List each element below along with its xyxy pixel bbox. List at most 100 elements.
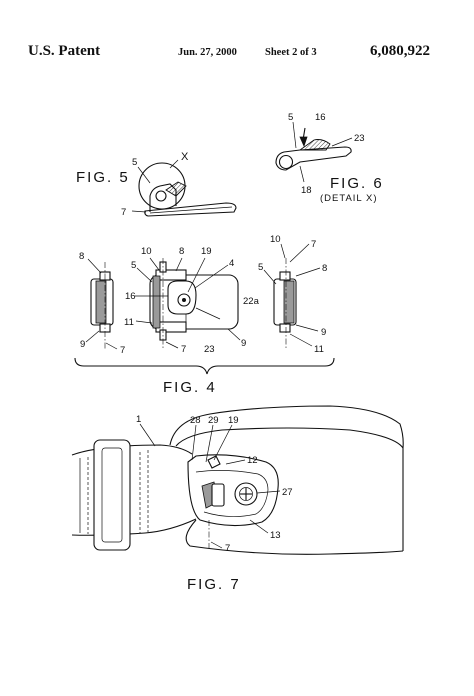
fig4-ref-r7: 7 — [311, 239, 316, 250]
fig7-leader-28 — [191, 424, 197, 461]
fig5-latch-body — [149, 183, 177, 212]
fig7-belt-bottom-edge — [71, 518, 197, 536]
fig4-leader-r5 — [263, 269, 277, 285]
fig4-right-slide — [283, 280, 295, 324]
fig5-drawing: 5 X 7 FIG. 5 — [76, 151, 237, 218]
header-patent-number: 6,080,922 — [370, 43, 430, 59]
fig6-ref-5: 5 — [288, 112, 293, 123]
fig4-ref-c8: 8 — [179, 246, 184, 257]
header-date: Jun. 27, 2000 — [178, 47, 237, 58]
fig4-leader-c9 — [227, 328, 241, 341]
fig4-leader-c23 — [195, 307, 221, 320]
fig4-right-view: 10 7 5 8 9 11 — [258, 234, 327, 355]
fig7-ref-19: 19 — [228, 415, 239, 426]
fig4-ref-r10: 10 — [270, 234, 281, 245]
fig4-right-cap-top — [279, 271, 291, 281]
fig6-ref-23: 23 — [354, 133, 365, 144]
fig7-leader-12 — [225, 459, 246, 465]
fig7-latch-block — [211, 483, 225, 507]
fig5-leader-7 — [131, 210, 147, 213]
fig4-ref-r8: 8 — [322, 263, 327, 274]
fig7-screw-inner — [239, 487, 253, 501]
fig7-ref-7: 7 — [225, 543, 230, 554]
fig4-ref-r5: 5 — [258, 262, 263, 273]
fig7-leader-29 — [205, 424, 214, 463]
fig7-ref-27: 27 — [282, 487, 293, 498]
fig4-ref-c22a: 22a — [243, 296, 260, 307]
fig4-center-view: 10 8 19 5 4 16 22a 11 7 23 9 — [124, 246, 260, 355]
fig7-buckle-housing — [187, 454, 279, 527]
fig4-ref-c9: 9 — [241, 338, 246, 349]
fig7-belt-loop-frame — [93, 439, 131, 551]
fig6-pivot-pin — [278, 154, 294, 170]
fig4-ref-l7: 7 — [120, 345, 125, 356]
fig7-cushion-inner-edge — [175, 427, 404, 449]
fig6-subcaption: (DETAIL X) — [320, 193, 378, 204]
fig7-leader-7 — [210, 541, 223, 549]
fig6-latch-body — [275, 146, 352, 171]
fig4-ref-l9: 9 — [80, 339, 85, 350]
fig7-leader-19 — [213, 424, 233, 461]
fig4-leader-c11 — [135, 320, 153, 324]
fig7-ref-13: 13 — [270, 530, 281, 541]
fig7-loop-inner — [101, 447, 123, 543]
fig7-ref-28: 28 — [190, 415, 201, 426]
fig4-ref-c16: 16 — [125, 291, 136, 302]
fig6-drawing: 5 16 23 18 FIG. 6 (DETAIL X) — [275, 112, 384, 204]
fig4-leader-r10 — [280, 243, 286, 259]
header-sheet-number: Sheet 2 of 3 — [265, 47, 317, 58]
fig4-drawing: 8 9 7 — [74, 234, 335, 396]
fig6-caption: FIG. 6 — [330, 175, 384, 192]
fig6-ref-18: 18 — [301, 185, 312, 196]
fig4-ref-c19: 19 — [201, 246, 212, 257]
fig4-left-view: 8 9 7 — [79, 251, 125, 356]
fig7-leader-13 — [249, 519, 269, 534]
fig4-ref-c4: 4 — [229, 258, 234, 269]
fig5-ref-X: X — [181, 151, 189, 163]
fig4-ref-r9: 9 — [321, 327, 326, 338]
fig4-ref-c10: 10 — [141, 246, 152, 257]
fig4-ref-c23: 23 — [204, 344, 215, 355]
fig4-caption: FIG. 4 — [163, 379, 217, 396]
fig6-arrow-head — [299, 136, 308, 148]
fig4-leader-l8 — [87, 258, 102, 274]
fig7-housing-recess — [195, 470, 269, 517]
fig6-leader-23 — [331, 137, 353, 147]
fig4-leader-r8 — [295, 267, 321, 277]
fig4-ref-l8: 8 — [79, 251, 84, 262]
fig7-ref-1: 1 — [136, 414, 141, 425]
fig4-ref-r11: 11 — [314, 344, 324, 355]
fig5-leader-X — [169, 159, 179, 169]
fig4-right-cap-bottom — [279, 323, 291, 333]
fig4-leader-c7 — [165, 341, 179, 349]
fig6-leader-18 — [299, 165, 305, 183]
fig4-center-frame — [152, 275, 161, 329]
header-patent-label: U.S. Patent — [28, 43, 101, 59]
fig4-leader-r9 — [295, 324, 319, 332]
fig5-ref-7: 7 — [121, 207, 126, 218]
fig4-leader-c19 — [187, 257, 206, 293]
fig4-leader-l9 — [85, 330, 100, 343]
fig5-cam — [165, 181, 187, 197]
fig5-caption: FIG. 5 — [76, 169, 130, 186]
fig4-leader-r11 — [289, 333, 313, 347]
fig4-leader-c5 — [136, 267, 153, 283]
fig4-leader-c4 — [194, 264, 229, 289]
fig4-leader-c8 — [175, 257, 183, 272]
fig7-leader-27 — [256, 490, 281, 494]
fig6-ref-16: 16 — [315, 112, 326, 123]
fig7-belt-top-edge — [71, 444, 193, 456]
fig6-cam — [298, 139, 331, 151]
fig4-ref-c11: 11 — [124, 317, 134, 328]
fig4-left-slide — [95, 280, 107, 324]
fig7-leader-1 — [139, 423, 156, 447]
fig5-tongue-plate — [144, 202, 237, 217]
fig7-ref-12: 12 — [247, 455, 258, 466]
fig5-leader-5 — [137, 166, 151, 184]
fig7-drawing: 1 28 29 19 12 27 13 7 FIG. 7 — [71, 405, 404, 593]
fig4-pivot-center — [181, 297, 186, 302]
fig5-pivot-pin — [155, 190, 167, 202]
fig7-caption: FIG. 7 — [187, 576, 241, 593]
